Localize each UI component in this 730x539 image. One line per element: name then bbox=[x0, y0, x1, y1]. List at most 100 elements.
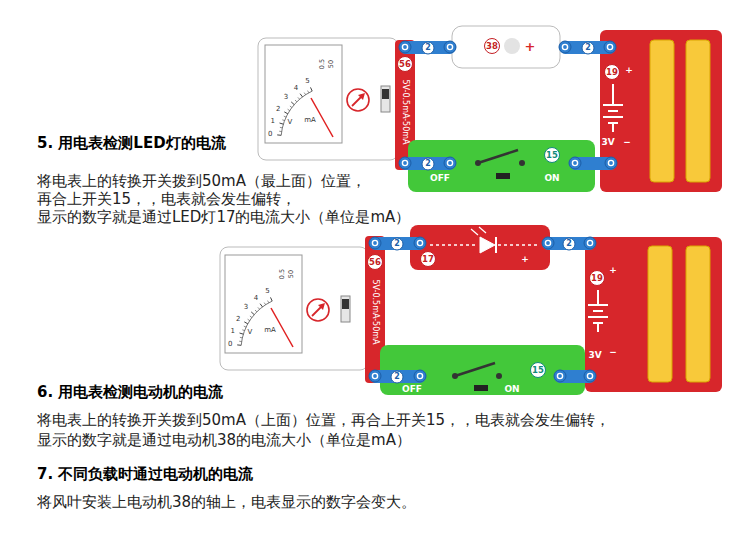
rating-text: 5V-0.5mA-50mA bbox=[401, 79, 409, 144]
terminal-label: OFF bbox=[430, 174, 450, 183]
meter-housing bbox=[307, 299, 329, 321]
dial-scale: 3 bbox=[284, 94, 288, 101]
snap-terminal bbox=[369, 237, 381, 249]
snap-terminal bbox=[584, 237, 596, 249]
meter-housing bbox=[241, 301, 272, 345]
led-module: 17+ bbox=[410, 225, 550, 270]
battery-symbol bbox=[612, 84, 614, 105]
snap-terminal bbox=[605, 157, 617, 169]
part-number: 38 bbox=[484, 38, 500, 54]
slide-switch: OFF15ON bbox=[380, 345, 585, 395]
dial-scale: 50 bbox=[328, 60, 335, 68]
dial-scale: mA bbox=[264, 327, 276, 334]
dial-tick bbox=[300, 94, 302, 97]
slide-switch: OFF15ON bbox=[408, 140, 595, 192]
terminal-label: 3V bbox=[588, 351, 601, 360]
dial-tick bbox=[284, 112, 288, 114]
dial-tick bbox=[290, 106, 292, 108]
snap-terminal bbox=[402, 160, 407, 165]
dial-tick bbox=[244, 322, 248, 324]
terminal-label: OFF bbox=[402, 385, 422, 394]
dial-tick bbox=[244, 326, 246, 327]
dial-tick bbox=[288, 109, 290, 110]
battery-cells bbox=[686, 246, 710, 382]
part-number: 17 bbox=[420, 251, 436, 267]
instruction-text: 再合上开关15，，电表就会发生偏转， bbox=[37, 190, 296, 208]
dial-tick bbox=[240, 333, 244, 334]
dial-tick bbox=[250, 316, 252, 318]
dial-tick bbox=[308, 91, 309, 93]
snap-terminal bbox=[414, 237, 426, 249]
meter-housing bbox=[381, 86, 390, 112]
snap-wire-bars bbox=[369, 237, 426, 250]
battery-symbol bbox=[597, 290, 599, 305]
battery-symbol bbox=[603, 116, 623, 118]
dial-tick bbox=[311, 87, 313, 91]
dial-scale: 1 bbox=[231, 328, 235, 335]
terminal-label: 3V bbox=[601, 138, 614, 147]
meter-housing bbox=[258, 38, 398, 160]
meter-housing bbox=[341, 296, 350, 322]
snap-wire-bars bbox=[369, 370, 426, 383]
dial-tick bbox=[295, 100, 297, 102]
dial-scale: 3 bbox=[244, 304, 248, 311]
section-heading: 6. 用电表检测电动机的电流 bbox=[37, 383, 223, 401]
battery-cells bbox=[650, 40, 674, 182]
circuit-plates bbox=[410, 225, 550, 270]
part-number: 2 bbox=[422, 41, 435, 54]
part-number: 19 bbox=[589, 270, 605, 286]
dial-tick bbox=[237, 344, 241, 345]
part-number: 56 bbox=[367, 254, 383, 270]
dial-tick bbox=[277, 134, 281, 135]
section-heading: 5. 用电表检测LED灯的电流 bbox=[37, 134, 226, 152]
snap-terminal bbox=[369, 370, 381, 382]
snap-wire-bars bbox=[542, 237, 596, 250]
dial-tick bbox=[271, 297, 273, 301]
dial-tick bbox=[298, 97, 300, 99]
terminal-label: ON bbox=[504, 385, 519, 394]
dial-scale: V bbox=[288, 119, 293, 126]
section-heading: 7. 不同负载时通过电动机的电流 bbox=[37, 465, 253, 483]
dial-tick bbox=[251, 312, 254, 315]
snap-terminal bbox=[562, 44, 567, 49]
dial-scale: 1 bbox=[271, 118, 275, 125]
switch-lever bbox=[452, 373, 458, 379]
part-number: 2 bbox=[563, 237, 576, 250]
switch-lever bbox=[478, 150, 518, 163]
dial-tick bbox=[242, 329, 244, 331]
instruction-text: 将风叶安装上电动机38的轴上，电表显示的数字会变大。 bbox=[37, 493, 416, 511]
snap-terminal bbox=[444, 41, 456, 53]
snap-terminal bbox=[372, 373, 377, 378]
snap-wire-bars bbox=[399, 157, 456, 170]
led-symbol bbox=[479, 227, 486, 233]
snap-terminal bbox=[569, 157, 581, 169]
part-number: 15 bbox=[544, 147, 560, 163]
snap-terminal bbox=[399, 157, 411, 169]
dial-tick bbox=[239, 341, 242, 342]
switch-lever bbox=[519, 160, 525, 166]
terminal-label: − bbox=[609, 348, 617, 357]
snap-terminal bbox=[447, 44, 452, 49]
part-number: 2 bbox=[582, 41, 595, 54]
switch-lever bbox=[496, 173, 510, 179]
snap-terminal bbox=[417, 373, 422, 378]
instruction-text: 显示的数字就是通过LED灯17的电流大小（单位是mA） bbox=[37, 208, 410, 226]
dial-scale: 0.5 bbox=[319, 59, 326, 69]
battery-holder: 19+3V− bbox=[585, 237, 722, 392]
circuit-plates bbox=[600, 30, 722, 192]
snap-wire-bars bbox=[399, 41, 456, 54]
dial-scale: 4 bbox=[294, 85, 298, 92]
meter-housing bbox=[265, 45, 342, 143]
snap-terminal bbox=[604, 41, 616, 53]
snap-terminal bbox=[399, 41, 411, 53]
polarity-mark: + bbox=[525, 40, 536, 53]
snap-terminal bbox=[554, 370, 566, 382]
meter-housing bbox=[220, 247, 368, 370]
dial-scale: 2 bbox=[236, 315, 240, 322]
instruction-text: 将电表上的转换开关拨到50mA（最上面）位置， bbox=[37, 172, 366, 190]
dial-scale: mA bbox=[304, 117, 316, 124]
meter-housing bbox=[358, 93, 365, 100]
battery-symbol bbox=[588, 84, 623, 332]
dial-tick bbox=[268, 301, 269, 303]
